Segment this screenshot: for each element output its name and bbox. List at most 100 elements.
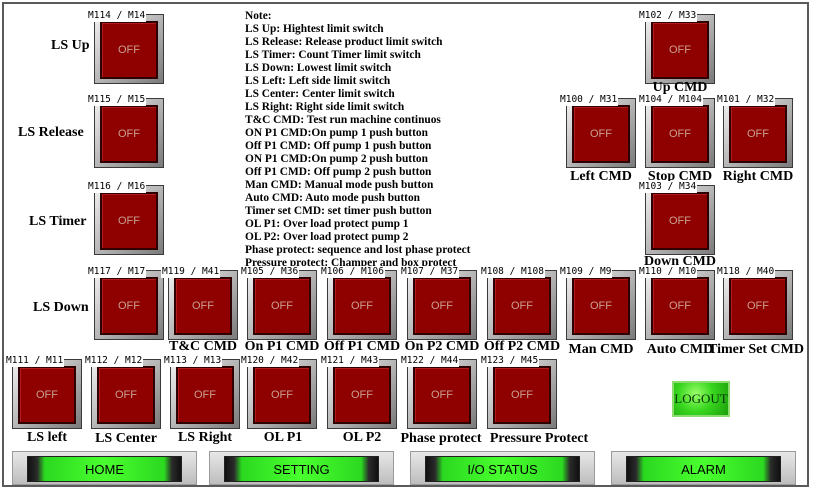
down-cmd-label: Down CMD	[644, 254, 716, 269]
auto-cmd-label: Auto CMD	[646, 342, 714, 357]
nav-io-status-frame: I/O STATUS	[410, 451, 595, 485]
note-line: Note:	[245, 10, 272, 22]
auto-cmd-button[interactable]: OFF	[645, 270, 715, 340]
right-cmd-address: M101 / M32	[716, 94, 776, 106]
phase-protect-button[interactable]: OFF	[407, 359, 477, 429]
note-line: LS Up: Hightest limit switch	[245, 23, 384, 35]
ls-down-label: LS Down	[33, 300, 89, 315]
off-p2-cmd-label: Off P2 CMD	[483, 339, 561, 354]
ls-right-state: OFF	[176, 366, 234, 424]
ls-center-label: LS Center	[95, 431, 157, 446]
ls-center-state: OFF	[97, 366, 155, 424]
timer-set-cmd-button[interactable]: OFF	[723, 270, 793, 340]
ol-p1-button[interactable]: OFF	[247, 359, 317, 429]
left-cmd-button[interactable]: OFF	[566, 98, 636, 168]
ls-down-button[interactable]: OFF	[94, 270, 164, 340]
up-cmd-address: M102 / M33	[638, 10, 698, 22]
tc-cmd-state: OFF	[174, 277, 232, 335]
pressure-protect-label: Pressure Protect	[489, 431, 589, 446]
ls-left-address: M111 / M11	[5, 355, 65, 367]
ls-release-address: M115 / M15	[87, 94, 147, 106]
down-cmd-address: M103 / M34	[638, 181, 698, 193]
note-line: Pressure protect: Champer and box protec…	[245, 257, 457, 266]
ls-up-address: M114 / M14	[87, 10, 147, 22]
nav-home-frame: HOME	[12, 451, 197, 485]
on-p2-cmd-state: OFF	[413, 277, 471, 335]
nav-home-button[interactable]: HOME	[27, 456, 182, 482]
on-p1-cmd-button[interactable]: OFF	[247, 270, 317, 340]
down-cmd-button[interactable]: OFF	[645, 185, 715, 255]
note-line: LS Timer: Count Timer limit switch	[245, 49, 421, 61]
timer-set-cmd-state: OFF	[729, 277, 787, 335]
on-p1-cmd-state: OFF	[253, 277, 311, 335]
right-cmd-button[interactable]: OFF	[723, 98, 793, 168]
off-p1-cmd-state: OFF	[333, 277, 391, 335]
up-cmd-label: Up CMD	[652, 80, 708, 95]
stop-cmd-label: Stop CMD	[647, 169, 713, 184]
note-line: ON P1 CMD:On pump 1 push button	[245, 127, 428, 139]
nav-setting-frame: SETTING	[209, 451, 394, 485]
note-line: OL P2: Over load protect pump 2	[245, 231, 409, 243]
logout-button[interactable]: LOGOUT	[672, 381, 730, 417]
ol-p2-button[interactable]: OFF	[327, 359, 397, 429]
ls-release-state: OFF	[100, 105, 158, 163]
on-p1-cmd-address: M105 / M36	[240, 266, 300, 278]
note-line: Off P1 CMD: Off pump 2 push button	[245, 166, 432, 178]
on-p2-cmd-label: On P2 CMD	[404, 339, 480, 354]
down-cmd-state: OFF	[651, 192, 709, 250]
left-cmd-address: M100 / M31	[559, 94, 619, 106]
ol-p1-label: OL P1	[263, 430, 303, 445]
up-cmd-button[interactable]: OFF	[645, 14, 715, 84]
tc-cmd-button[interactable]: OFF	[168, 270, 238, 340]
note-line: LS Left: Left side limit switch	[245, 75, 391, 87]
ls-right-button[interactable]: OFF	[170, 359, 240, 429]
nav-setting-button[interactable]: SETTING	[224, 456, 379, 482]
ls-center-button[interactable]: OFF	[91, 359, 161, 429]
timer-set-cmd-address: M118 / M40	[716, 266, 776, 278]
ls-timer-address: M116 / M16	[87, 181, 147, 193]
note-line: Off P1 CMD: Off pump 1 push button	[245, 140, 432, 152]
on-p2-cmd-button[interactable]: OFF	[407, 270, 477, 340]
ls-timer-state: OFF	[100, 192, 158, 250]
man-cmd-button[interactable]: OFF	[566, 270, 636, 340]
note-line: ON P1 CMD:On pump 2 push button	[245, 153, 428, 165]
off-p1-cmd-button[interactable]: OFF	[327, 270, 397, 340]
ls-left-state: OFF	[18, 366, 76, 424]
pressure-protect-state: OFF	[493, 366, 551, 424]
ls-up-state: OFF	[100, 21, 158, 79]
auto-cmd-state: OFF	[651, 277, 709, 335]
ls-up-button[interactable]: OFF	[94, 14, 164, 84]
off-p2-cmd-state: OFF	[493, 277, 551, 335]
man-cmd-state: OFF	[572, 277, 630, 335]
note-line: Phase protect: sequence and lost phase p…	[245, 244, 471, 256]
ls-left-button[interactable]: OFF	[12, 359, 82, 429]
stop-cmd-address: M104 / M104	[638, 94, 703, 106]
left-cmd-state: OFF	[572, 105, 630, 163]
note-line: Man CMD: Manual mode push button	[245, 179, 434, 191]
stop-cmd-button[interactable]: OFF	[645, 98, 715, 168]
timer-set-cmd-label: Timer Set CMD	[708, 342, 804, 357]
ol-p2-label: OL P2	[342, 430, 382, 445]
man-cmd-address: M109 / M9	[559, 266, 613, 278]
ol-p1-state: OFF	[253, 366, 311, 424]
ls-left-label: LS left	[26, 430, 68, 445]
pressure-protect-button[interactable]: OFF	[487, 359, 557, 429]
ol-p1-address: M120 / M42	[240, 355, 300, 367]
phase-protect-label: Phase protect	[400, 431, 482, 446]
note-line: LS Right: Right side limit switch	[245, 101, 405, 113]
note-line: T&C CMD: Test run machine continuos	[245, 114, 441, 126]
ls-release-button[interactable]: OFF	[94, 98, 164, 168]
ls-timer-label: LS Timer	[29, 214, 87, 229]
nav-alarm-button[interactable]: ALARM	[626, 456, 781, 482]
on-p1-cmd-label: On P1 CMD	[244, 339, 320, 354]
ls-right-label: LS Right	[177, 430, 233, 445]
off-p2-cmd-button[interactable]: OFF	[487, 270, 557, 340]
right-cmd-label: Right CMD	[722, 169, 794, 184]
right-cmd-state: OFF	[729, 105, 787, 163]
nav-io-status-button[interactable]: I/O STATUS	[425, 456, 580, 482]
ls-timer-button[interactable]: OFF	[94, 185, 164, 255]
off-p1-cmd-address: M106 / M106	[320, 266, 385, 278]
auto-cmd-address: M110 / M10	[638, 266, 698, 278]
